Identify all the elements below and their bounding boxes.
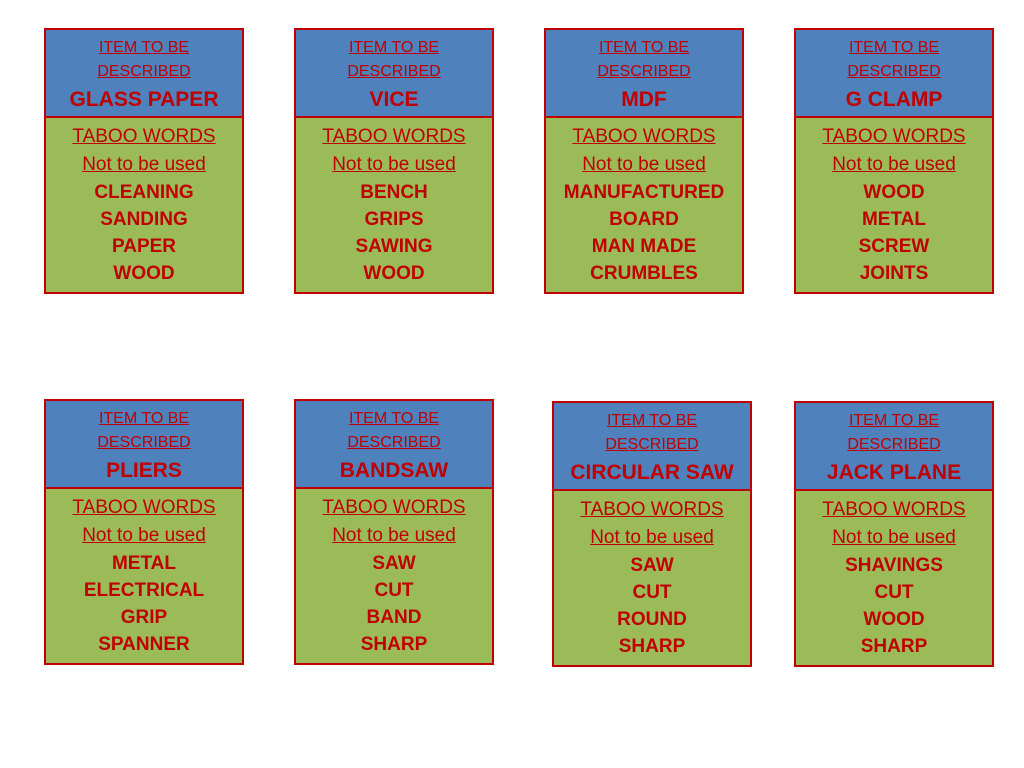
taboo-heading: TABOO WORDS (322, 497, 466, 518)
card-header: ITEM TO BE DESCRIBED GLASS PAPER (46, 30, 242, 118)
taboo-word: SPANNER (98, 634, 190, 655)
taboo-word: ROUND (617, 609, 687, 630)
taboo-word: BAND (366, 607, 422, 628)
taboo-word: GRIP (120, 607, 168, 628)
taboo-subheading: Not to be used (332, 525, 456, 546)
card-header: ITEM TO BE DESCRIBED BANDSAW (296, 401, 492, 489)
taboo-word: SHAVINGS (845, 555, 943, 576)
taboo-word: BOARD (609, 209, 679, 230)
taboo-word: MAN MADE (591, 236, 697, 257)
item-name: VICE (369, 88, 419, 111)
header-line-2: DESCRIBED (347, 63, 441, 80)
item-name: MDF (621, 88, 667, 111)
header-line-2: DESCRIBED (605, 436, 699, 453)
taboo-heading: TABOO WORDS (822, 126, 966, 147)
taboo-word: WOOD (863, 609, 925, 630)
taboo-word: PAPER (111, 236, 177, 257)
card-header: ITEM TO BE DESCRIBED PLIERS (46, 401, 242, 489)
header-line-1: ITEM TO BE (98, 39, 190, 56)
item-name: GLASS PAPER (69, 88, 219, 111)
taboo-card: ITEM TO BE DESCRIBED CIRCULAR SAW TABOO WOR… (552, 401, 752, 667)
taboo-word: METAL (111, 553, 177, 574)
taboo-word: WOOD (113, 263, 175, 284)
item-name: G CLAMP (845, 88, 943, 111)
header-line-2: DESCRIBED (97, 63, 191, 80)
taboo-word: SAW (372, 553, 416, 574)
taboo-subheading: Not to be used (832, 154, 956, 175)
taboo-word: JOINTS (859, 263, 929, 284)
taboo-card: ITEM TO BE DESCRIBED GLASS PAPER TABOO WORD… (44, 28, 244, 294)
taboo-word: CUT (874, 582, 914, 603)
taboo-word: BENCH (360, 182, 428, 203)
taboo-word: SHARP (360, 634, 428, 655)
taboo-word: CUT (632, 582, 672, 603)
taboo-word: SANDING (100, 209, 188, 230)
header-line-1: ITEM TO BE (348, 39, 440, 56)
item-name: BANDSAW (339, 459, 449, 482)
taboo-word: CUT (374, 580, 414, 601)
taboo-word: SCREW (858, 236, 930, 257)
header-line-2: DESCRIBED (347, 434, 441, 451)
header-line-1: ITEM TO BE (348, 410, 440, 427)
taboo-word: ELECTRICAL (83, 580, 205, 601)
item-name: PLIERS (106, 459, 182, 482)
taboo-heading: TABOO WORDS (822, 499, 966, 520)
header-line-2: DESCRIBED (847, 436, 941, 453)
header-line-2: DESCRIBED (847, 63, 941, 80)
taboo-card: ITEM TO BE DESCRIBED MDF TABOO WORDS Not to … (544, 28, 744, 294)
taboo-heading: TABOO WORDS (72, 497, 216, 518)
taboo-heading: TABOO WORDS (580, 499, 724, 520)
taboo-subheading: Not to be used (332, 154, 456, 175)
header-line-2: DESCRIBED (597, 63, 691, 80)
header-line-1: ITEM TO BE (848, 39, 940, 56)
header-line-1: ITEM TO BE (848, 412, 940, 429)
taboo-subheading: Not to be used (82, 525, 206, 546)
card-header: ITEM TO BE DESCRIBED CIRCULAR SAW (554, 403, 750, 491)
taboo-word: SHARP (860, 636, 928, 657)
taboo-card: ITEM TO BE DESCRIBED G CLAMP TABOO WORDS Not… (794, 28, 994, 294)
taboo-word: CLEANING (94, 182, 194, 203)
taboo-subheading: Not to be used (832, 527, 956, 548)
taboo-word: SAWING (355, 236, 433, 257)
card-header: ITEM TO BE DESCRIBED JACK PLANE (796, 403, 992, 491)
taboo-card: ITEM TO BE DESCRIBED JACK PLANE TABOO WORDS… (794, 401, 994, 667)
taboo-subheading: Not to be used (82, 154, 206, 175)
item-name: CIRCULAR SAW (570, 461, 734, 484)
taboo-word: GRIPS (364, 209, 424, 230)
taboo-word: WOOD (363, 263, 425, 284)
item-name: JACK PLANE (826, 461, 962, 484)
header-line-1: ITEM TO BE (606, 412, 698, 429)
header-line-2: DESCRIBED (97, 434, 191, 451)
taboo-word: SAW (630, 555, 674, 576)
card-header: ITEM TO BE DESCRIBED MDF (546, 30, 742, 118)
card-header: ITEM TO BE DESCRIBED G CLAMP (796, 30, 992, 118)
taboo-subheading: Not to be used (590, 527, 714, 548)
taboo-word: SHARP (618, 636, 686, 657)
header-line-1: ITEM TO BE (98, 410, 190, 427)
taboo-heading: TABOO WORDS (322, 126, 466, 147)
taboo-card: ITEM TO BE DESCRIBED VICE TABOO WORDS Not to… (294, 28, 494, 294)
taboo-word: CRUMBLES (590, 263, 698, 284)
taboo-word: MANUFACTURED (563, 182, 725, 203)
taboo-word: WOOD (863, 182, 925, 203)
card-header: ITEM TO BE DESCRIBED VICE (296, 30, 492, 118)
header-line-1: ITEM TO BE (598, 39, 690, 56)
taboo-word: METAL (861, 209, 927, 230)
taboo-subheading: Not to be used (582, 154, 706, 175)
taboo-card: ITEM TO BE DESCRIBED PLIERS TABOO WORDS Not … (44, 399, 244, 665)
taboo-heading: TABOO WORDS (572, 126, 716, 147)
taboo-heading: TABOO WORDS (72, 126, 216, 147)
